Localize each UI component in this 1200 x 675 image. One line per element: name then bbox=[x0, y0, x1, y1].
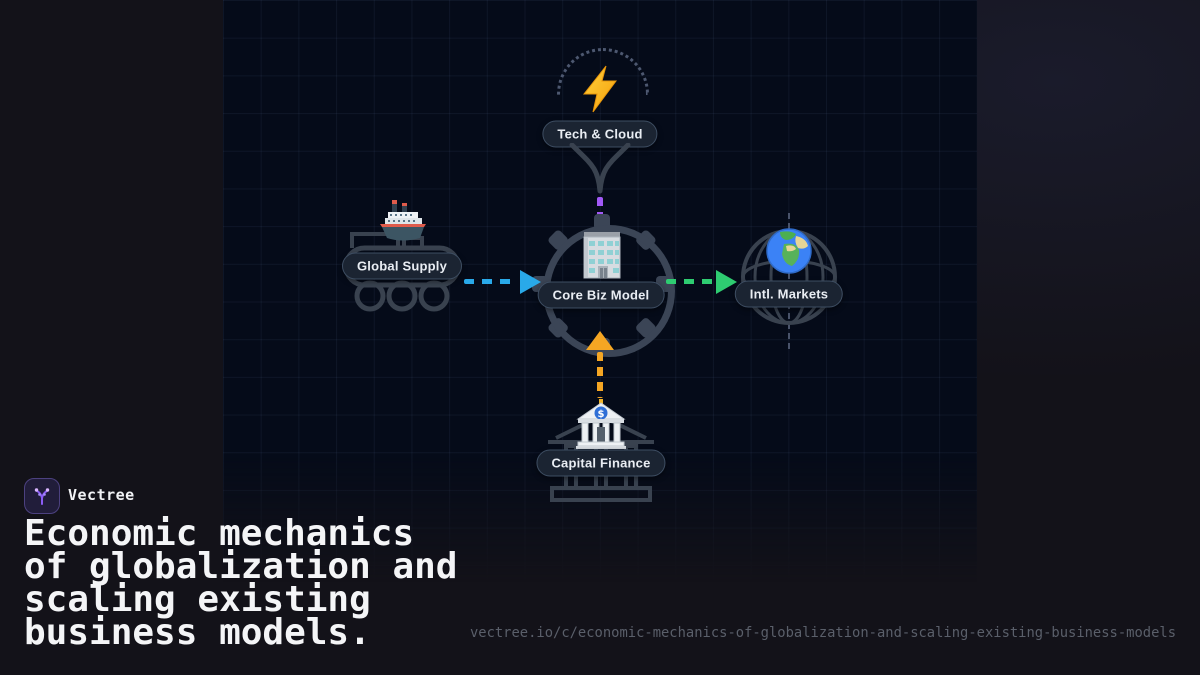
title-line: scaling existing bbox=[24, 579, 371, 620]
brand-logo bbox=[24, 478, 60, 514]
node-label-intl-markets: Intl. Markets bbox=[734, 280, 844, 308]
connector-finance-to-core bbox=[597, 352, 603, 398]
node-label-tech-cloud: Tech & Cloud bbox=[542, 120, 658, 148]
antenna-mast bbox=[569, 143, 631, 194]
node-label-capital-finance: Capital Finance bbox=[536, 449, 666, 477]
node-label-core-biz-model: Core Biz Model bbox=[537, 281, 665, 309]
arrowhead-core-to-markets bbox=[716, 270, 737, 294]
page-title: Economic mechanics of globalization and … bbox=[24, 513, 458, 653]
office-building-icon bbox=[583, 232, 621, 279]
card-url: vectree.io/c/economic-mechanics-of-globa… bbox=[469, 625, 1176, 641]
node-label-global-supply: Global Supply bbox=[342, 252, 462, 280]
title-line: business models. bbox=[24, 612, 371, 653]
title-line: of globalization and bbox=[24, 546, 458, 587]
connector-core-to-markets bbox=[666, 279, 716, 284]
vectree-branch-icon bbox=[34, 488, 50, 505]
lightning-bolt-icon bbox=[582, 65, 617, 113]
connector-supply-to-core bbox=[464, 279, 518, 284]
arrowhead-finance-to-core bbox=[586, 331, 614, 350]
bank-icon: $ bbox=[576, 399, 626, 449]
cargo-ship-icon bbox=[380, 200, 426, 241]
title-line: Economic mechanics bbox=[24, 513, 415, 554]
brand-name: Vectree bbox=[68, 486, 135, 504]
svg-text:$: $ bbox=[598, 409, 605, 420]
globe-icon bbox=[766, 228, 812, 274]
arrowhead-supply-to-core bbox=[520, 270, 541, 294]
